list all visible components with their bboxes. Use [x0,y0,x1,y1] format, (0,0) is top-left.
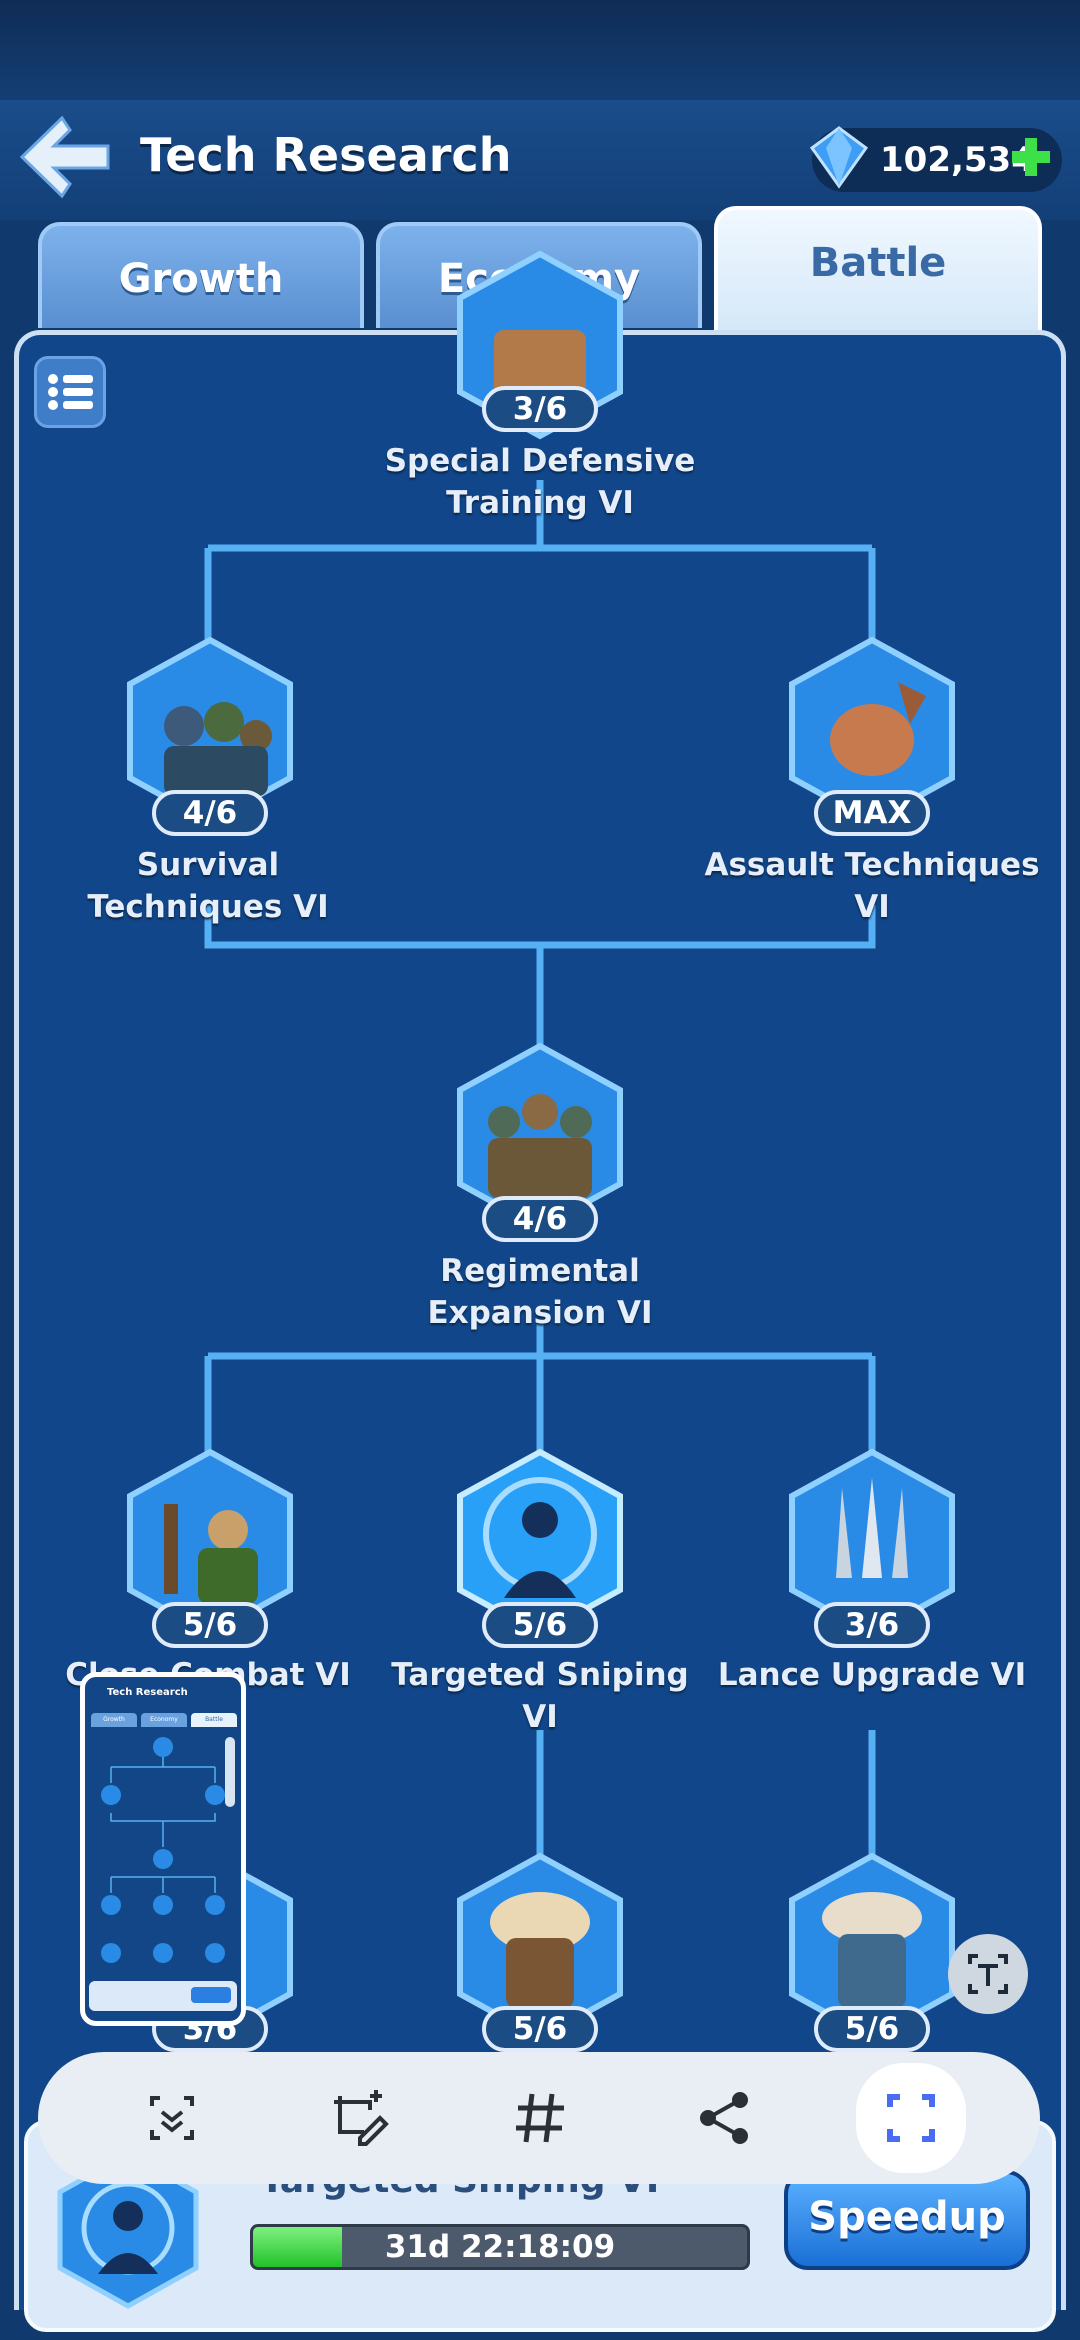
research-progress-fill [253,2227,342,2267]
back-arrow-icon[interactable] [14,112,114,202]
thumbnail-scrollbar [225,1737,235,1807]
thumbnail-tab: Economy [141,1713,187,1727]
regimental-expansion-name: Regimental Expansion VI [370,1250,710,1334]
share-icon[interactable] [686,2080,762,2156]
targeted-sniping-icon[interactable] [454,1448,626,1638]
tab-battle[interactable]: Battle [714,206,1042,330]
hashtag-icon[interactable] [502,2080,578,2156]
lance-upgrade-level: 3/6 [814,1602,930,1648]
status-bar-area [0,0,1080,100]
node-name-line2: VI [854,889,890,925]
screenshot-toolbar [38,2052,1040,2184]
assault-techniques-level: MAX [814,790,930,836]
node-name-line2: Training VI [446,485,634,521]
node-name-line1: Assault Techniques [704,847,1040,883]
targeted-sniping-level: 5/6 [482,1602,598,1648]
survival-techniques-name: Survival Techniques VI [38,844,378,928]
scroll-capture-icon[interactable] [134,2080,210,2156]
targeted-sniping-name: Targeted Sniping VI [370,1654,710,1738]
expand-select-icon[interactable] [856,2063,966,2173]
lance-upgrade-icon[interactable] [786,1448,958,1638]
text-recognition-icon [968,1954,1008,1994]
node-name-line1: Targeted Sniping [391,1657,689,1693]
node-name-line1: Regimental [440,1253,640,1289]
list-view-button[interactable] [34,356,106,428]
node-name-line2: VI [522,1699,558,1735]
page-title: Tech Research [140,128,512,182]
lance-upgrade-name: Lance Upgrade VI [702,1654,1042,1696]
fur-armor-level: 5/6 [482,2006,598,2052]
node-name-line2: Expansion VI [427,1295,653,1331]
research-progress-bar: 31d 22:18:09 [250,2224,750,2270]
draw-crop-icon[interactable] [320,2080,396,2156]
gem-balance: 102,534 [809,126,1062,192]
node-name-line2: Techniques VI [87,889,329,925]
gem-count: 102,534 [880,140,1035,180]
diamond-gem-icon [809,126,869,189]
close-combat-level: 5/6 [152,1602,268,1648]
thumbnail-tree-preview [89,1737,237,2011]
current-research-icon[interactable] [56,2150,200,2310]
thumbnail-title: Tech Research [107,1687,188,1698]
extract-text-button[interactable] [948,1934,1028,2014]
node-name-line1: Lance Upgrade VI [717,1657,1027,1693]
add-gems-icon[interactable] [1008,134,1054,180]
special-defensive-training-name: Special Defensive Training VI [370,440,710,524]
screenshot-thumbnail[interactable]: Tech Research Growth Economy Battle [80,1672,246,2026]
plate-armor-icon[interactable] [786,1852,958,2042]
survival-techniques-icon[interactable] [124,636,296,826]
research-timer: 31d 22:18:09 [384,2229,616,2265]
thumbnail-tabs: Growth Economy Battle [91,1713,237,1727]
node-name-line1: Special Defensive [384,443,696,479]
close-combat-icon[interactable] [124,1448,296,1638]
survival-techniques-level: 4/6 [152,790,268,836]
plate-armor-level: 5/6 [814,2006,930,2052]
thumbnail-tab: Battle [191,1713,237,1727]
regimental-expansion-icon[interactable] [454,1042,626,1232]
node-name-line1: Survival [136,847,280,883]
speedup-button[interactable]: Speedup [784,2170,1030,2270]
list-icon [48,374,93,410]
assault-techniques-name: Assault Techniques VI [702,844,1042,928]
regimental-expansion-level: 4/6 [482,1196,598,1242]
thumbnail-tab: Growth [91,1713,137,1727]
tab-growth[interactable]: Growth [38,222,364,328]
special-defensive-training-level: 3/6 [482,386,598,432]
